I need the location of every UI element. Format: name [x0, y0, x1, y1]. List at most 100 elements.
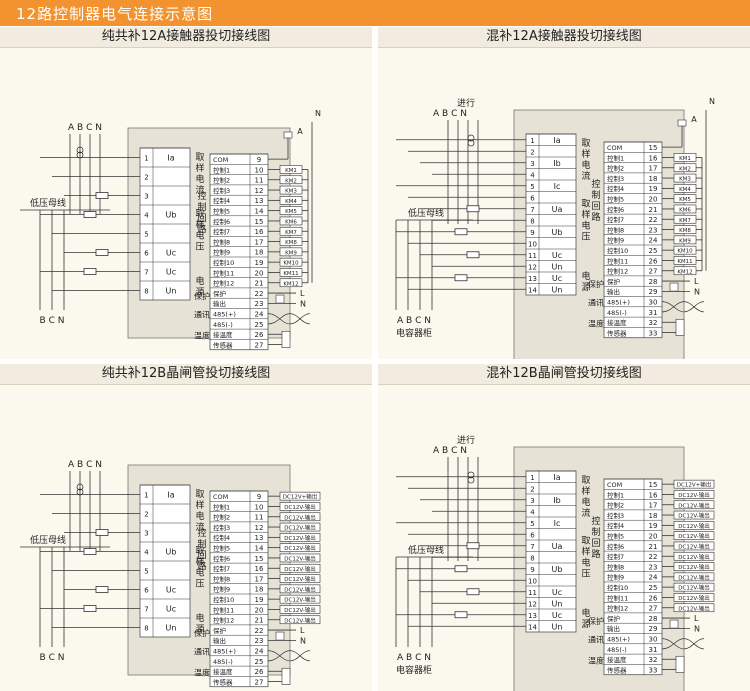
terminal-number: 6	[144, 250, 149, 258]
rs485-twisted-pair	[267, 650, 311, 662]
terminal-label: 控制9	[213, 248, 230, 257]
contactor-label: KM7	[679, 218, 691, 224]
terminal-label: 控制12	[213, 616, 234, 625]
protect-label-l: L	[300, 626, 305, 635]
dc-output-box	[279, 574, 321, 583]
terminal-label: 控制1	[213, 502, 230, 511]
diagram-title: 混补12A接触器投切接线图	[486, 29, 642, 44]
terminal-number: 14	[255, 545, 264, 553]
terminal-label: 控制7	[607, 552, 624, 561]
fuse	[466, 205, 480, 213]
group-label-power: 电	[195, 612, 204, 624]
terminal-label: 输出	[607, 287, 620, 296]
temperature-sensor-icon	[281, 667, 291, 685]
current-transformer	[467, 134, 475, 142]
terminal-label: COM	[607, 144, 622, 152]
terminal-number: 31	[649, 646, 658, 654]
terminal-label: Ia	[553, 136, 560, 145]
terminal-number: 11	[528, 589, 537, 597]
terminal-label: 传感器	[213, 340, 233, 349]
current-transformer	[76, 146, 84, 154]
group-label-sampling-current: 电	[195, 173, 204, 185]
terminal-number: 1	[144, 492, 148, 500]
contactor-label: KM3	[679, 177, 691, 183]
terminal-label: Un	[552, 599, 563, 608]
contactor-label: KM6	[285, 219, 297, 225]
terminal-label: Ia	[553, 473, 560, 482]
terminal-number: 22	[255, 290, 264, 298]
group-label-protect: 保护	[588, 616, 604, 626]
terminal-label: COM	[213, 493, 228, 501]
phase-label-top: A B C N	[433, 109, 467, 119]
group-label-sampling-voltage: 样	[195, 555, 204, 567]
bus-label: 低压母线	[30, 534, 66, 546]
group-label-control-loop: 回	[197, 213, 206, 224]
aux-label-n: N	[315, 109, 321, 118]
fuse	[83, 605, 97, 612]
contactor-label: KM4	[679, 187, 691, 193]
incoming-label: 进行	[457, 97, 475, 109]
terminal-label: 控制10	[607, 246, 628, 255]
terminal-label: 保护	[213, 289, 226, 298]
terminal-number: 18	[649, 512, 658, 520]
group-label-power: 电	[195, 275, 204, 287]
contactor-label: KM5	[679, 197, 691, 203]
group-label-power: 电	[581, 607, 590, 619]
group-label-sampling-current: 样	[581, 148, 590, 160]
fuse	[95, 192, 109, 199]
group-label-sampling-voltage: 取	[581, 535, 590, 546]
fuse	[677, 119, 687, 127]
dc-output-label: DC12V-输出	[678, 584, 710, 592]
terminal-label: Uc	[166, 268, 176, 277]
rs485-twisted-pair	[661, 638, 705, 650]
terminal-number: 17	[649, 165, 658, 173]
contactor-label: KM1	[285, 168, 297, 174]
contactor-label: KM8	[679, 228, 691, 234]
group-label-protect: 保护	[194, 628, 210, 638]
terminal-label: Uc	[166, 605, 176, 614]
terminal-number: 12	[528, 263, 537, 271]
terminal-number: 23	[255, 637, 264, 645]
diagram-title: 纯共补12A接触器投切接线图	[101, 29, 271, 44]
alarm-relay-icon	[669, 619, 679, 629]
right-terminal-block	[209, 490, 269, 688]
incoming-label: 进行	[457, 434, 475, 446]
terminal-number: 9	[257, 156, 261, 164]
phase-label-bottom: B C N	[40, 316, 65, 326]
terminal-label: Ua	[552, 542, 563, 551]
group-label-sampling-voltage: 取	[195, 208, 204, 219]
dc-output-box	[279, 491, 321, 501]
dc-output-box	[279, 502, 321, 511]
terminal-label: 控制3	[607, 511, 624, 520]
group-label-sampling-current: 流	[195, 184, 204, 196]
right-terminal-block	[603, 478, 663, 676]
terminal-number: 10	[528, 240, 537, 248]
diagram-title-bar: 纯共补12A接触器投切接线图	[0, 27, 372, 48]
terminal-label: 控制11	[213, 268, 234, 277]
dc-output-label: DC12V-输出	[284, 596, 316, 604]
terminal-number: 26	[649, 594, 658, 602]
group-label-control-loop: 路	[591, 548, 600, 560]
contactor-label: KM2	[285, 178, 297, 184]
terminal-number: 24	[255, 648, 264, 656]
terminal-number: 16	[649, 491, 658, 499]
terminal-label: 传感器	[213, 677, 233, 686]
terminal-number: 3	[530, 497, 534, 505]
terminal-label: Un	[552, 285, 563, 294]
dc-output-label: DC12V-输出	[678, 532, 710, 540]
terminal-label: 485(-)	[607, 309, 627, 317]
aux-label-a: A	[691, 115, 697, 124]
terminal-number: 5	[144, 568, 148, 576]
contactor-label: KM6	[679, 207, 691, 213]
bus-label: 低压母线	[408, 544, 444, 556]
terminal-label: Un	[552, 262, 563, 271]
terminal-number: 21	[255, 280, 264, 288]
terminal-number: 25	[649, 584, 658, 592]
terminal-number: 10	[255, 503, 264, 511]
dc-output-label: DC12V-输出	[284, 565, 316, 573]
temperature-sensor-icon	[675, 318, 685, 336]
terminal-label: 485(+)	[213, 648, 236, 656]
fuse	[454, 611, 468, 619]
terminal-number: 8	[144, 625, 148, 633]
dc-output-box	[279, 522, 321, 532]
